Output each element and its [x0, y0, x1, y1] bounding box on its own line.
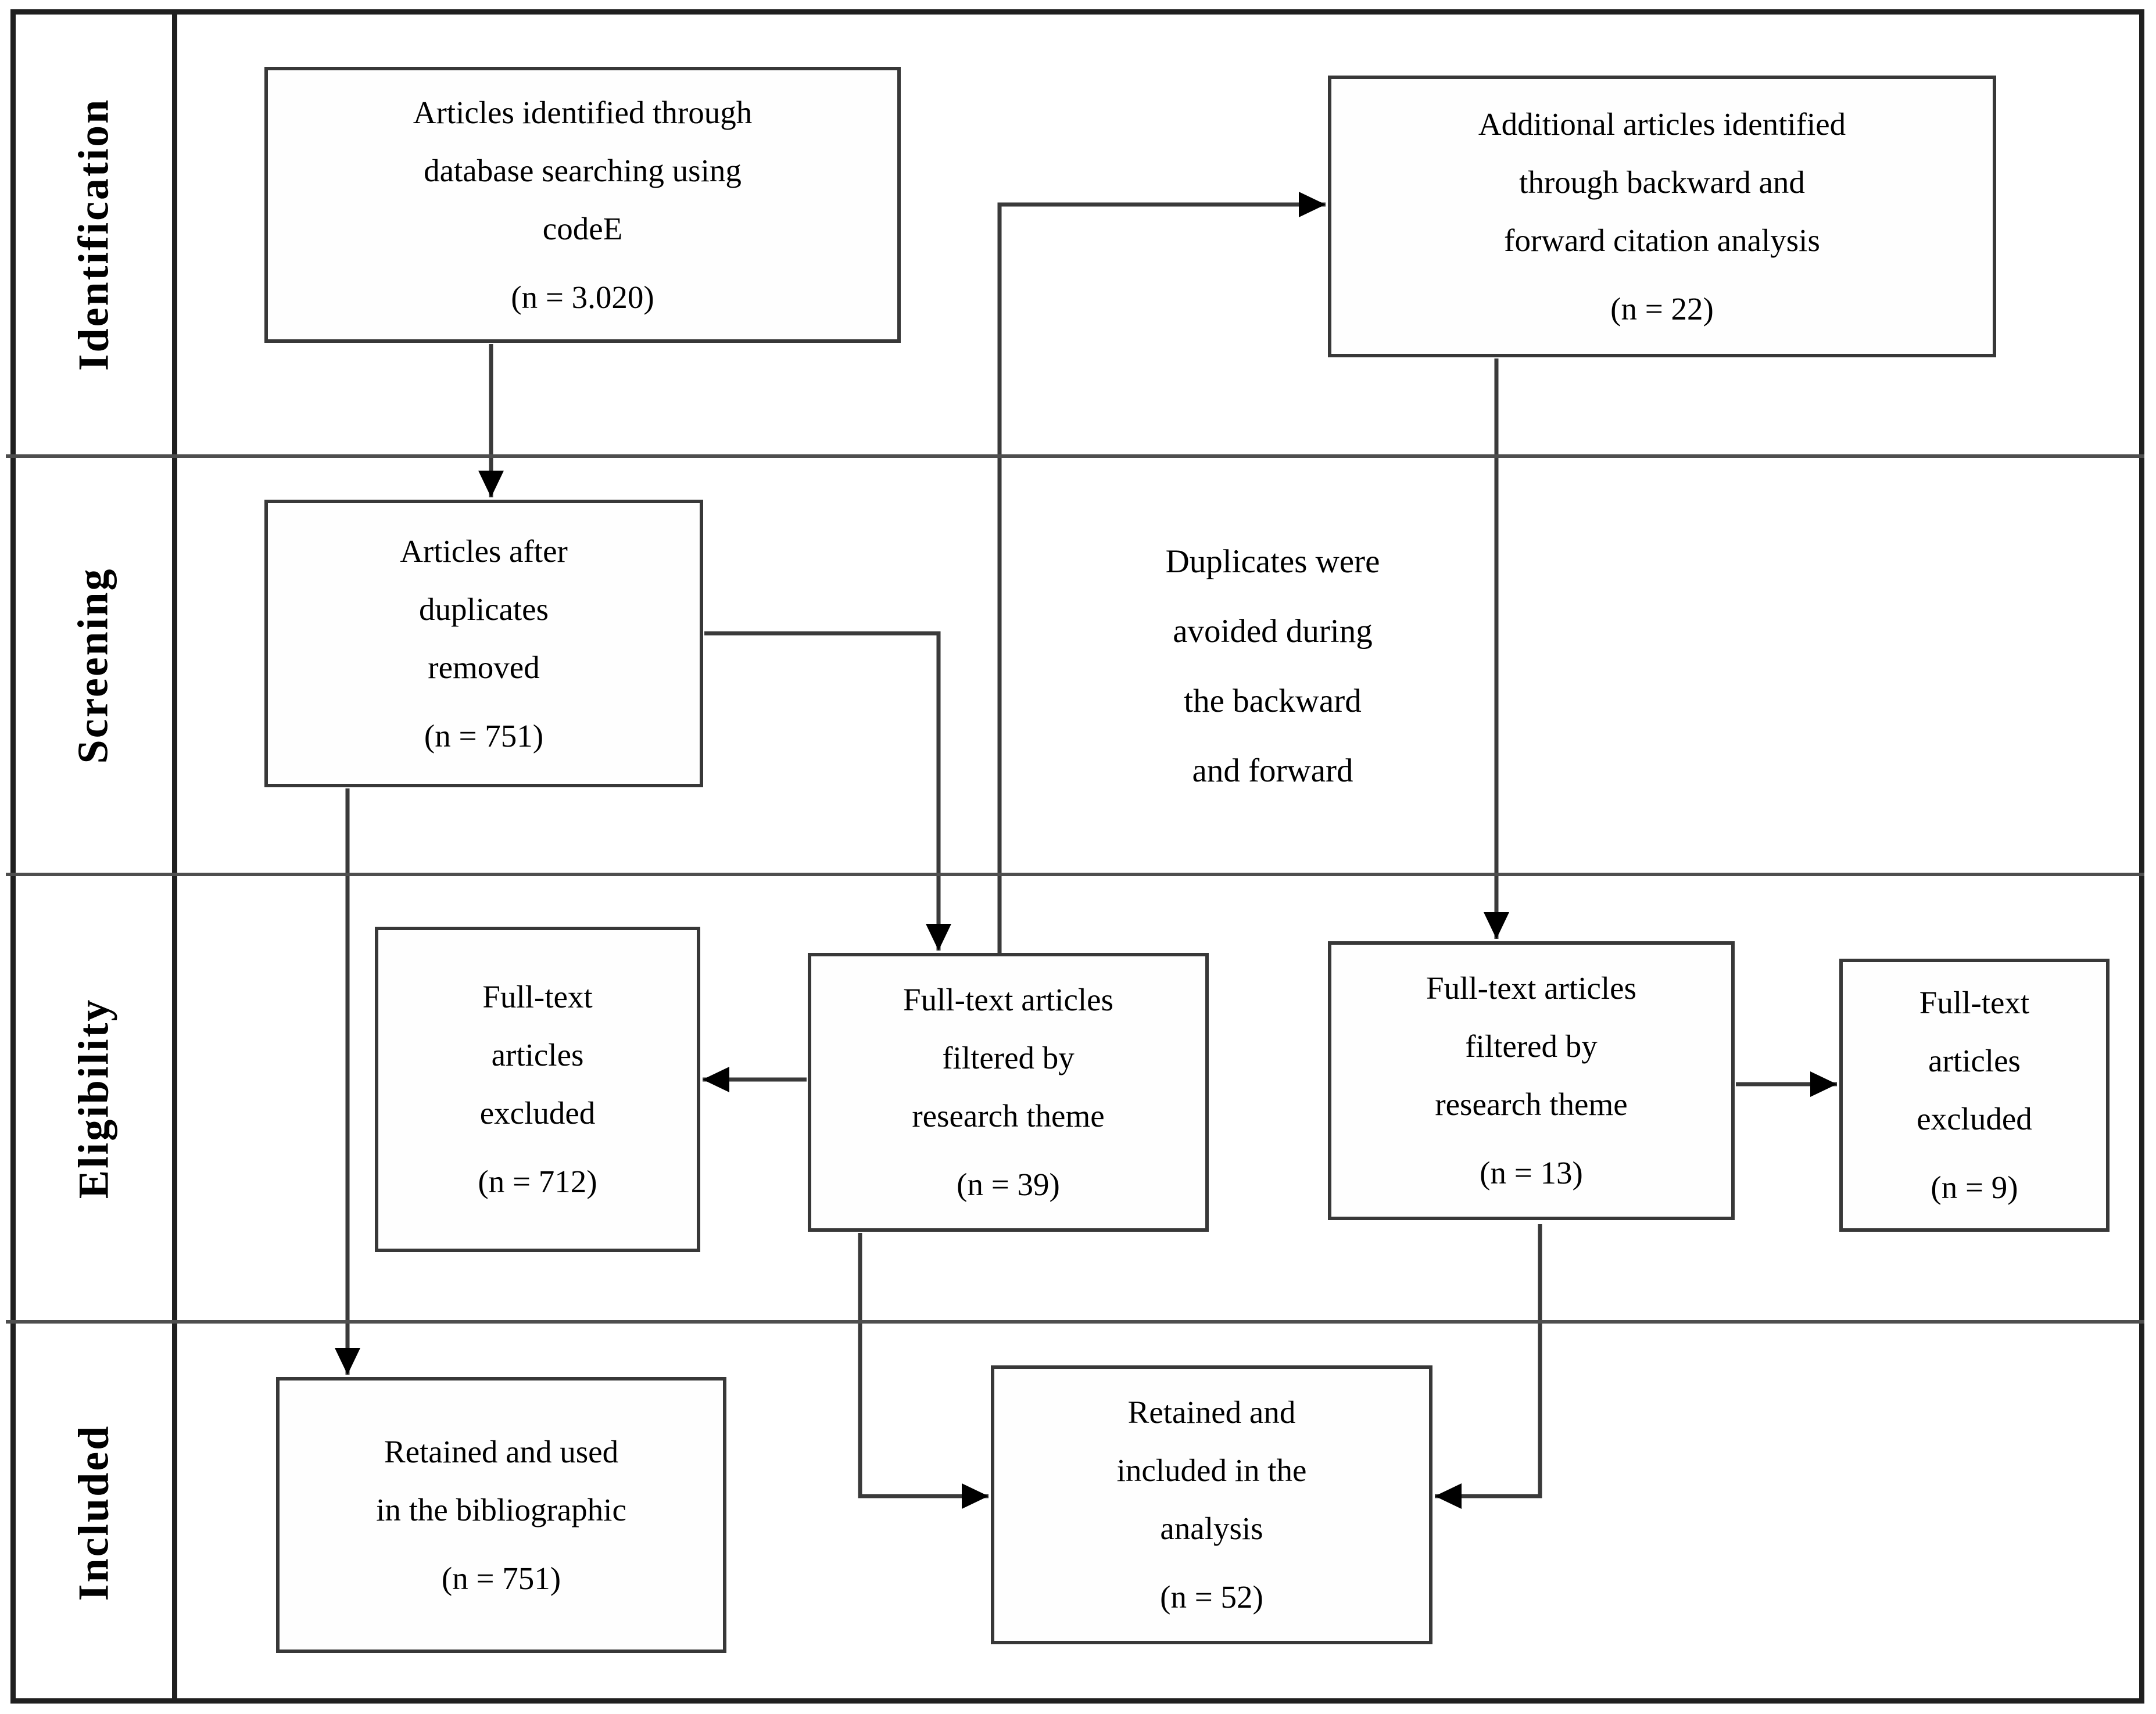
row-divider-identification-screening [6, 454, 2144, 458]
note-line: the backward [1184, 683, 1362, 719]
box-retained-analysis: Retained and included in the analysis (n… [991, 1365, 1432, 1644]
box-filtered-main: Full-text articles filtered by research … [808, 953, 1209, 1232]
note-line: Duplicates were [1165, 543, 1380, 580]
box-line: Retained and [1127, 1394, 1296, 1430]
stage-label-eligibility: Eligibility [16, 876, 172, 1320]
box-line: Additional articles identified [1478, 106, 1846, 142]
box-line: codeE [542, 210, 623, 246]
box-count: (n = 52) [1160, 1579, 1263, 1615]
stage-label-text: Identification [70, 98, 117, 371]
row-divider-eligibility-included [6, 1320, 2144, 1324]
row-divider-screening-eligibility [6, 873, 2144, 876]
stage-label-screening: Screening [16, 458, 172, 873]
stage-label-text: Included [70, 1424, 118, 1601]
box-line: Full-text articles [1426, 970, 1636, 1006]
box-line: included in the [1116, 1453, 1307, 1488]
box-line: through backward and [1519, 164, 1805, 200]
box-line: analysis [1160, 1511, 1263, 1546]
box-line: excluded [479, 1095, 596, 1131]
box-line: filtered by [942, 1040, 1075, 1075]
box-count: (n = 3.020) [511, 279, 654, 315]
box-line: research theme [912, 1098, 1105, 1134]
box-line: Full-text [482, 979, 593, 1014]
box-line: Full-text [1919, 985, 2030, 1020]
box-count: (n = 751) [441, 1560, 561, 1596]
box-count: (n = 13) [1480, 1155, 1583, 1191]
box-line: database searching using [424, 152, 742, 188]
box-line: forward citation analysis [1504, 222, 1820, 258]
stage-label-text: Screening [70, 566, 118, 764]
box-line: Articles identified through [413, 94, 753, 130]
box-line: filtered by [1465, 1028, 1598, 1064]
box-count: (n = 39) [957, 1167, 1060, 1202]
box-line: articles [1928, 1043, 2021, 1078]
box-line: Articles after [400, 533, 568, 569]
box-excluded-left: Full-text articles excluded (n = 712) [375, 927, 700, 1252]
stage-label-identification: Identification [16, 15, 172, 454]
box-excluded-right: Full-text articles excluded (n = 9) [1839, 959, 2110, 1232]
box-line: removed [428, 649, 540, 685]
box-count: (n = 712) [478, 1164, 597, 1199]
stage-label-text: Eligibility [70, 998, 118, 1199]
note-line: and forward [1192, 752, 1353, 789]
box-line: Retained and used [384, 1433, 619, 1469]
box-line: duplicates [419, 591, 549, 627]
box-additional-articles: Additional articles identified through b… [1328, 76, 1996, 357]
box-articles-identified: Articles identified through database sea… [264, 67, 901, 343]
box-count: (n = 9) [1931, 1170, 2018, 1205]
box-line: excluded [1917, 1101, 2032, 1136]
box-after-duplicates: Articles after duplicates removed (n = 7… [264, 500, 703, 787]
note-line: avoided during [1173, 613, 1373, 650]
box-retained-bibliographic: Retained and used in the bibliographic (… [276, 1377, 726, 1653]
box-line: Full-text articles [903, 982, 1113, 1017]
box-count: (n = 22) [1610, 291, 1714, 327]
box-line: in the bibliographic [376, 1491, 626, 1527]
box-line: articles [491, 1037, 584, 1073]
box-line: research theme [1435, 1087, 1628, 1122]
stage-column-divider [172, 9, 177, 1704]
note-duplicates-avoided: Duplicates were avoided during the backw… [1069, 524, 1476, 809]
box-filtered-citation: Full-text articles filtered by research … [1328, 941, 1735, 1220]
table-outer-border [10, 9, 2144, 1704]
box-count: (n = 751) [424, 718, 544, 754]
stage-label-included: Included [16, 1324, 172, 1701]
